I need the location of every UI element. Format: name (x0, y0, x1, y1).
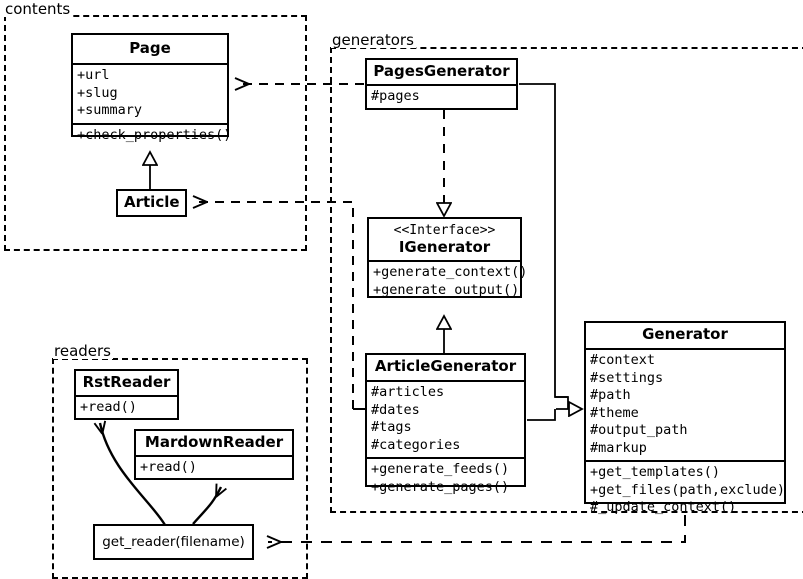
attribute: +slug (77, 84, 118, 101)
attribute: #articles (371, 384, 445, 400)
class-article-title: Article (124, 193, 180, 211)
class-articlegenerator-title: ArticleGenerator (374, 357, 517, 375)
package-contents-label: contents (4, 0, 73, 18)
attribute: #output_path (590, 422, 688, 438)
attribute: #settings (590, 369, 664, 386)
attribute: #markup (590, 439, 647, 456)
method: +check_properties() (77, 126, 232, 143)
attribute: #context (590, 352, 656, 368)
class-pagesgenerator-title: PagesGenerator (373, 62, 510, 80)
class-igenerator-methods: +generate_context() +generate_output() (369, 260, 528, 302)
class-articlegenerator-attributes: #articles #dates #tags #categories (367, 380, 524, 457)
class-igenerator[interactable]: <<Interface>> IGenerator +generate_conte… (367, 217, 527, 298)
package-contents (4, 15, 307, 251)
class-generator-methods: +get_templates() +get_files(path,exclude… (586, 460, 786, 520)
class-mardownreader-methods: +read() (136, 455, 292, 480)
attribute: #tags (371, 419, 412, 435)
class-pagesgenerator[interactable]: PagesGenerator #pages (365, 58, 518, 110)
class-igenerator-title: IGenerator (398, 238, 491, 256)
attribute: #pages (371, 88, 420, 104)
function-get-reader[interactable]: get_reader(filename) (93, 524, 254, 560)
method: +generate_output() (373, 281, 520, 298)
attribute: +summary (77, 102, 143, 118)
class-mardownreader-title: MardownReader (144, 433, 284, 451)
class-generator[interactable]: Generator #context #settings #path #them… (584, 321, 786, 515)
method: +generate_pages() (371, 478, 510, 495)
class-page-title: Page (129, 39, 171, 57)
package-readers (52, 358, 308, 579)
class-mardownreader[interactable]: MardownReader +read() (134, 429, 294, 480)
class-page-attributes: +url +slug +summary (73, 63, 227, 123)
class-rstreader-title: RstReader (82, 373, 171, 391)
class-articlegenerator-methods: +generate_feeds() +generate_pages() (367, 457, 524, 499)
method: +generate_feeds() (371, 461, 510, 477)
class-articlegenerator[interactable]: ArticleGenerator #articles #dates #tags … (365, 353, 526, 495)
class-rstreader[interactable]: RstReader +read() (74, 369, 179, 420)
class-rstreader-methods: +read() (76, 395, 177, 420)
attribute: #theme (590, 404, 639, 421)
attribute: +url (77, 67, 110, 83)
class-article[interactable]: Article (116, 189, 187, 217)
method: +read() (140, 459, 197, 475)
class-pagesgenerator-attributes: #pages (367, 84, 516, 109)
method: +generate_context() (373, 264, 528, 280)
method: +read() (80, 399, 137, 415)
package-readers-label: readers (53, 342, 113, 360)
package-generators-label: generators (331, 31, 416, 49)
attribute: #dates (371, 401, 420, 418)
attribute: #path (590, 387, 631, 403)
method: +get_files(path,exclude) (590, 481, 786, 498)
method: #_update_context() (590, 499, 737, 515)
method: +get_templates() (590, 464, 721, 480)
class-igenerator-stereotype: <<Interface>> (393, 223, 496, 238)
class-page[interactable]: Page +url +slug +summary +check_properti… (71, 33, 231, 143)
function-get-reader-label: get_reader(filename) (102, 534, 245, 550)
attribute: #categories (371, 436, 461, 453)
class-generator-title: Generator (642, 325, 728, 343)
class-generator-attributes: #context #settings #path #theme #output_… (586, 348, 784, 460)
class-page-methods: +check_properties() (73, 122, 232, 148)
class-igenerator-header: <<Interface>> IGenerator (369, 219, 520, 260)
